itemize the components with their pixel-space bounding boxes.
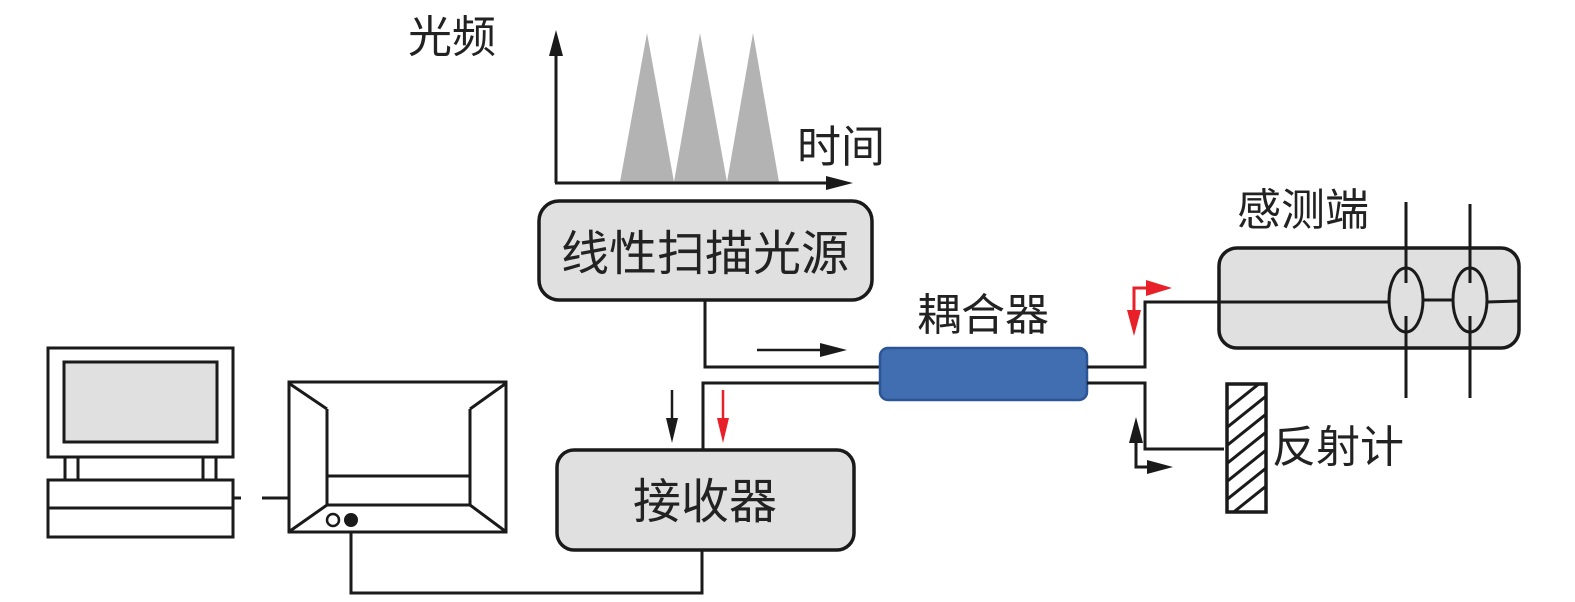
frequency-time-graph: 光频 时间 xyxy=(408,12,885,190)
forward-arrowhead xyxy=(820,343,847,357)
receiver-red-arrowhead xyxy=(717,418,729,443)
reflector-box xyxy=(1225,382,1268,514)
source-block: 线性扫描光源 xyxy=(537,199,874,302)
reflector-signal-arrows xyxy=(1129,417,1173,474)
oscilloscope-icon xyxy=(287,380,508,534)
red-arrow-path xyxy=(1132,286,1148,312)
x-axis-arrowhead xyxy=(826,176,853,190)
receiver-black-arrowhead xyxy=(666,418,678,443)
coupler-to-reflector-fiber xyxy=(1087,381,1224,451)
pulse-triangles xyxy=(620,33,779,182)
sensing-block: 感测端 xyxy=(1145,185,1521,398)
computer-icon xyxy=(46,346,235,539)
sensor-tail xyxy=(1486,299,1520,304)
sensing-label: 感测端 xyxy=(1237,185,1369,236)
sensing-box xyxy=(1217,246,1521,350)
source-label: 线性扫描光源 xyxy=(561,226,849,282)
coupler-box xyxy=(878,346,1089,402)
receiver-block: 接收器 xyxy=(555,448,856,552)
black-arrow-up xyxy=(1129,417,1143,443)
x-axis-label: 时间 xyxy=(797,122,885,173)
pulse-1 xyxy=(620,33,674,182)
pulse-2 xyxy=(674,33,727,182)
receiver-box xyxy=(555,448,856,552)
black-arrow-right xyxy=(1147,460,1173,474)
receiver-label: 接收器 xyxy=(633,474,777,530)
red-arrow-right xyxy=(1146,280,1172,296)
scope-knob-filled xyxy=(344,513,358,527)
scope-knob-open xyxy=(325,512,341,528)
red-arrow-down xyxy=(1127,310,1141,336)
y-axis-arrowhead xyxy=(549,30,563,56)
y-axis-label: 光频 xyxy=(408,12,496,63)
scope-inner xyxy=(325,409,472,507)
coupler-to-receiver-fiber xyxy=(701,381,880,450)
coupler-block: 耦合器 xyxy=(878,290,1089,402)
monitor-screen xyxy=(62,360,219,444)
reflector-block: 反射计 xyxy=(1225,382,1404,514)
sensing-signal-arrows xyxy=(1127,280,1172,336)
coupler-label: 耦合器 xyxy=(917,290,1049,341)
source-to-coupler-fiber xyxy=(703,300,880,369)
pulse-3 xyxy=(727,33,779,182)
reflector-label: 反射计 xyxy=(1272,422,1404,473)
black-arrow-path xyxy=(1134,440,1150,469)
receiver-to-scope-cable xyxy=(349,519,704,595)
